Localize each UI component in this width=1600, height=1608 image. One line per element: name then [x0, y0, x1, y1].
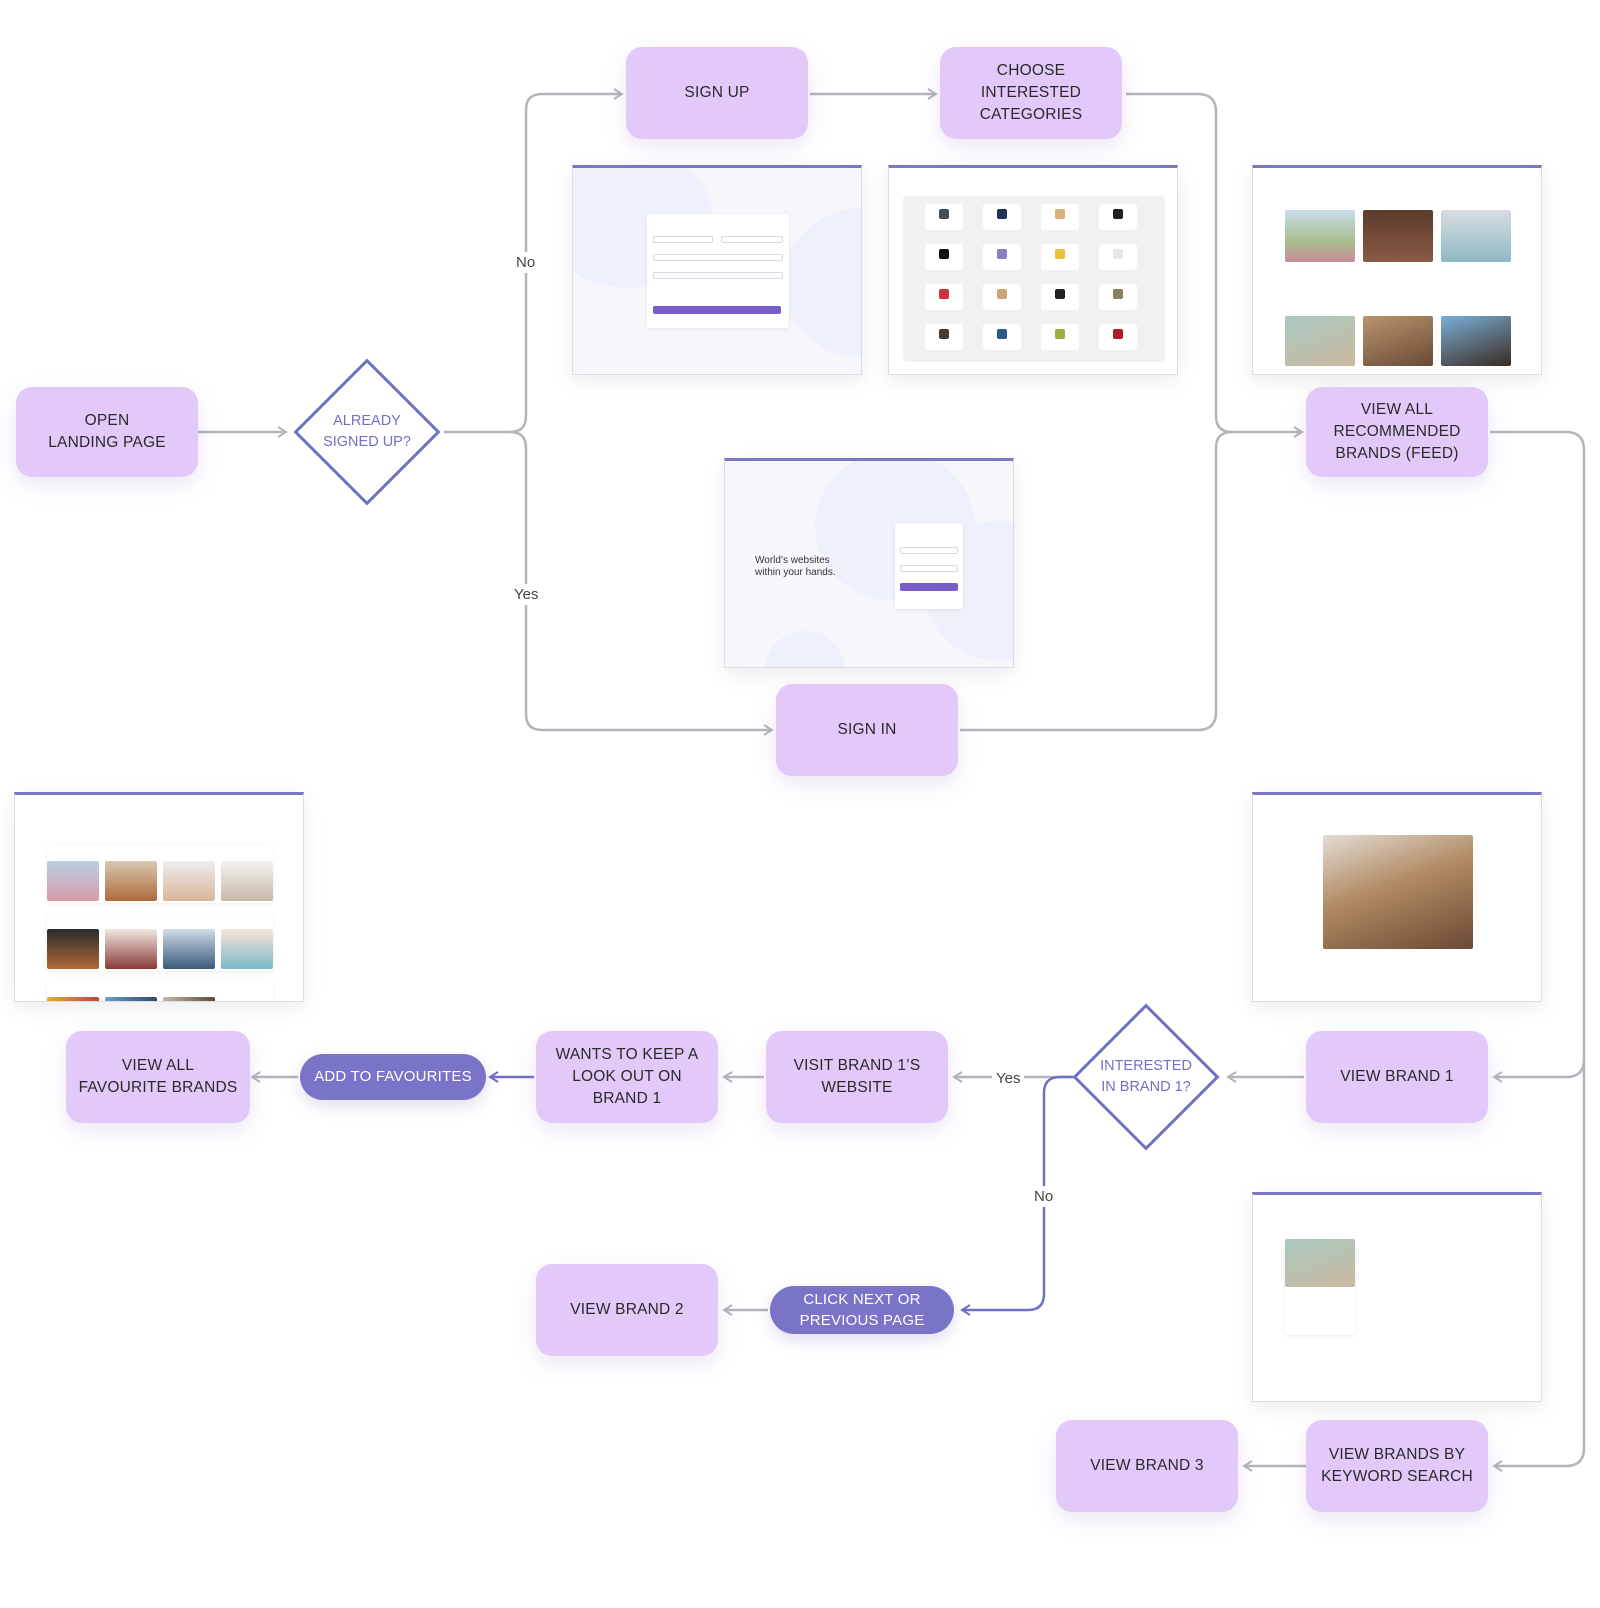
- signin-screenshot: World’s websites within your hands.: [724, 458, 1014, 668]
- edge-feed-spine: [1490, 430, 1586, 1472]
- collection-photo: [163, 861, 215, 901]
- edge-label-no: No: [1030, 1186, 1058, 1207]
- edge-spine-to-brand1: [1492, 1059, 1586, 1083]
- password-field: [653, 272, 783, 279]
- collection-photo: [105, 997, 157, 1001]
- favourites-screenshot: [14, 792, 304, 1002]
- edge-decision-to-signin: [509, 430, 774, 736]
- bg-circle: [783, 208, 861, 358]
- collection-photo: [105, 861, 157, 901]
- category-tile: [925, 284, 963, 310]
- category-tile: [983, 204, 1021, 230]
- brand-photo: [1441, 316, 1511, 366]
- category-tile: [1099, 204, 1137, 230]
- brand-photo: [1285, 210, 1355, 262]
- search-result-card: [1285, 1239, 1355, 1335]
- interested-in-brand-decision: Interested in Brand 1?: [1071, 1002, 1221, 1152]
- signin-password-field: [900, 565, 958, 572]
- wants-to-keep-look-out-step[interactable]: Wants to Keep a Look Out on Brand 1: [536, 1031, 718, 1123]
- categories-panel: [903, 196, 1165, 362]
- decision-text: Already Signed Up?: [323, 413, 411, 450]
- signin-hero-text: World’s websites within your hands.: [755, 555, 836, 578]
- category-tile: [1099, 244, 1137, 270]
- sign-in-step[interactable]: Sign In: [776, 684, 958, 776]
- add-to-favourites-action[interactable]: Add to Favourites: [300, 1054, 486, 1100]
- collection-card: [47, 979, 273, 1001]
- brand-hero-photo: [1323, 835, 1473, 949]
- click-next-previous-action[interactable]: Click Next or Previous Page: [770, 1286, 954, 1334]
- category-tile: [925, 204, 963, 230]
- edge-categories-to-feed: [1126, 92, 1304, 438]
- collection-card: [47, 913, 273, 971]
- brand-photo: [1285, 316, 1355, 366]
- edge-label-no: No: [512, 252, 540, 273]
- category-tile: [1099, 324, 1137, 350]
- signin-email-field: [900, 547, 958, 554]
- category-tile: [1041, 244, 1079, 270]
- sign-up-step[interactable]: Sign Up: [626, 47, 808, 139]
- brand-photo: [1441, 210, 1511, 262]
- collection-photo: [47, 929, 99, 969]
- brand-photo: [1363, 316, 1433, 366]
- collection-photo: [221, 929, 273, 969]
- first-name-field: [653, 236, 713, 243]
- choose-categories-step[interactable]: Choose Interested Categories: [940, 47, 1122, 139]
- collection-photo: [221, 861, 273, 901]
- category-tile: [925, 324, 963, 350]
- edge-label-yes: Yes: [992, 1068, 1025, 1089]
- collection-photo: [105, 929, 157, 969]
- search-result-photo: [1285, 1239, 1355, 1287]
- bg-circle: [765, 631, 845, 667]
- view-brands-by-keyword-step[interactable]: View Brands by Keyword Search: [1306, 1420, 1488, 1512]
- categories-screenshot: [888, 165, 1178, 375]
- already-signed-up-decision: Already Signed Up?: [292, 357, 442, 507]
- search-results-screenshot: [1252, 1192, 1542, 1402]
- collection-photo: [163, 929, 215, 969]
- last-name-field: [721, 236, 783, 243]
- open-landing-page-step[interactable]: Open Landing Page: [16, 387, 198, 477]
- visit-brand-website-step[interactable]: Visit Brand 1’s Website: [766, 1031, 948, 1123]
- edge-label-yes: Yes: [510, 584, 543, 605]
- category-tile: [1041, 204, 1079, 230]
- signup-submit-button: [653, 306, 781, 314]
- edge-signin-to-feed: [960, 430, 1233, 732]
- signin-submit-button: [900, 583, 958, 591]
- category-tile: [925, 244, 963, 270]
- category-tile: [1041, 324, 1079, 350]
- category-tile: [983, 324, 1021, 350]
- view-all-recommended-brands-step[interactable]: View All Recommended Brands (Feed): [1306, 387, 1488, 477]
- brand-page-screenshot: [1252, 792, 1542, 1002]
- signup-screenshot: [572, 165, 862, 375]
- brand-photo: [1363, 210, 1433, 262]
- collection-card: [47, 845, 273, 903]
- category-tile: [1041, 284, 1079, 310]
- email-field: [653, 254, 783, 261]
- feed-screenshot: [1252, 165, 1542, 375]
- collection-photo: [47, 997, 99, 1001]
- view-brand-2-step[interactable]: View Brand 2: [536, 1264, 718, 1356]
- signup-form-card: [647, 214, 789, 328]
- view-brand-1-step[interactable]: View Brand 1: [1306, 1031, 1488, 1123]
- decision-text: Interested in Brand 1?: [1100, 1058, 1192, 1095]
- view-brand-3-step[interactable]: View Brand 3: [1056, 1420, 1238, 1512]
- signin-form-card: [895, 523, 963, 609]
- view-all-favourite-brands-step[interactable]: View All Favourite Brands: [66, 1031, 250, 1123]
- category-tile: [1099, 284, 1137, 310]
- category-tile: [983, 284, 1021, 310]
- collection-photo: [47, 861, 99, 901]
- category-tile: [983, 244, 1021, 270]
- collection-photo: [163, 997, 215, 1001]
